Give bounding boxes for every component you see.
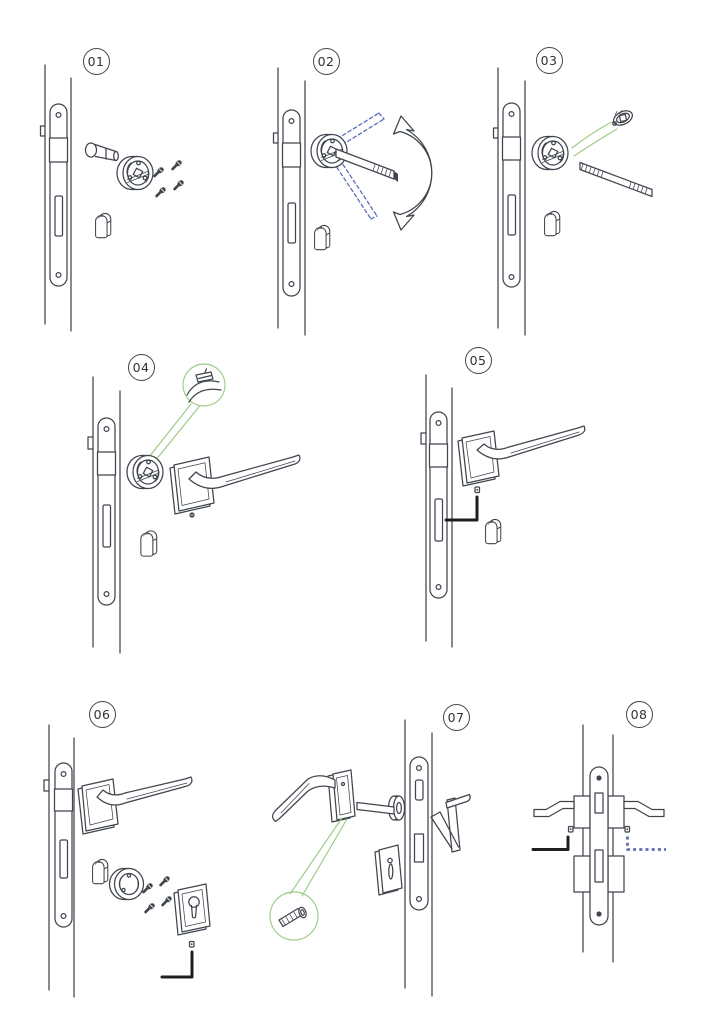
allen-key	[531, 835, 570, 851]
set-screw	[188, 940, 195, 948]
clip-detail-magnifier	[148, 363, 226, 462]
step-number-badge: 05	[464, 346, 492, 374]
step-panel-1: 01	[30, 38, 255, 338]
euro-cylinder	[544, 210, 561, 237]
lever-handle-right	[623, 800, 665, 818]
set-screws	[567, 825, 631, 833]
retaining-clip	[612, 110, 633, 126]
set-screw	[474, 486, 481, 494]
rose-spring-mechanism	[116, 155, 154, 191]
latch-follower	[84, 142, 119, 162]
step-number-badge: 08	[625, 700, 653, 728]
lever-handle	[272, 769, 356, 823]
spindle	[335, 148, 398, 182]
step-6-illustration	[43, 724, 211, 998]
mortise-lock-faceplate	[428, 411, 449, 599]
mortise-lock-faceplate	[96, 417, 117, 606]
keyhole-escutcheon	[173, 883, 211, 936]
step-panel-3: 03	[480, 38, 705, 338]
step-panel-5: 05	[400, 345, 630, 655]
mortise-lock-faceplate	[53, 762, 74, 928]
step-number-badge: 06	[88, 700, 116, 728]
spindle-with-rose	[356, 795, 406, 821]
lever-handle	[77, 776, 193, 835]
step-number-badge: 07	[442, 703, 470, 731]
step-panel-6: 06	[30, 690, 260, 1010]
step-4-illustration	[87, 363, 301, 654]
lever-handle-left	[533, 800, 575, 818]
lever-handle	[169, 454, 301, 518]
door-edge	[420, 374, 453, 648]
step-1-illustration	[39, 64, 186, 332]
allen-key	[160, 950, 194, 979]
door-edge	[272, 67, 306, 336]
step-2-illustration	[272, 67, 433, 336]
euro-cylinder	[314, 224, 331, 251]
step-8-illustration	[531, 724, 666, 963]
euro-cylinder	[92, 858, 109, 885]
allen-key-ghost	[626, 836, 666, 851]
mortise-lock-faceplate	[281, 109, 302, 297]
rose-spring-mechanism	[126, 454, 164, 490]
mortise-lock-case	[573, 766, 625, 926]
step-number-badge: 01	[82, 47, 110, 75]
mortise-lock-faceplate	[409, 756, 429, 911]
mortise-lock-faceplate	[501, 102, 522, 288]
set-screw-magnifier	[269, 817, 348, 941]
spindle	[579, 161, 653, 198]
door-edge	[404, 719, 433, 997]
door-edge	[492, 67, 526, 336]
step-panel-8: 08	[490, 690, 712, 1020]
step-panel-7: 07	[255, 690, 490, 1020]
allen-key	[444, 495, 479, 522]
mortise-lock-faceplate	[48, 103, 69, 287]
door-edge	[39, 64, 72, 332]
rotation-arrow	[392, 115, 433, 231]
door-edge	[87, 376, 121, 654]
rose-spring-mechanism	[531, 135, 569, 171]
euro-cylinder	[485, 518, 502, 545]
step-3-illustration	[492, 67, 653, 336]
keyhole-escutcheon	[374, 844, 403, 896]
mounting-screws	[153, 158, 186, 198]
lever-handle	[457, 425, 586, 487]
step-number-badge: 04	[127, 353, 155, 381]
step-panel-4: 04	[70, 345, 350, 655]
step-5-illustration	[420, 374, 586, 648]
euro-cylinder	[140, 530, 158, 557]
step-number-badge: 03	[535, 46, 563, 74]
guide-arrows	[571, 121, 618, 157]
step-number-badge: 02	[312, 47, 340, 75]
far-side-handle	[430, 793, 471, 853]
cylinder-rose	[108, 867, 145, 901]
mounting-screws	[142, 874, 174, 914]
step-panel-2: 02	[255, 38, 480, 338]
step-7-illustration	[269, 719, 471, 997]
euro-cylinder	[95, 212, 112, 239]
door-cross-section	[582, 724, 614, 963]
door-edge	[43, 724, 75, 998]
